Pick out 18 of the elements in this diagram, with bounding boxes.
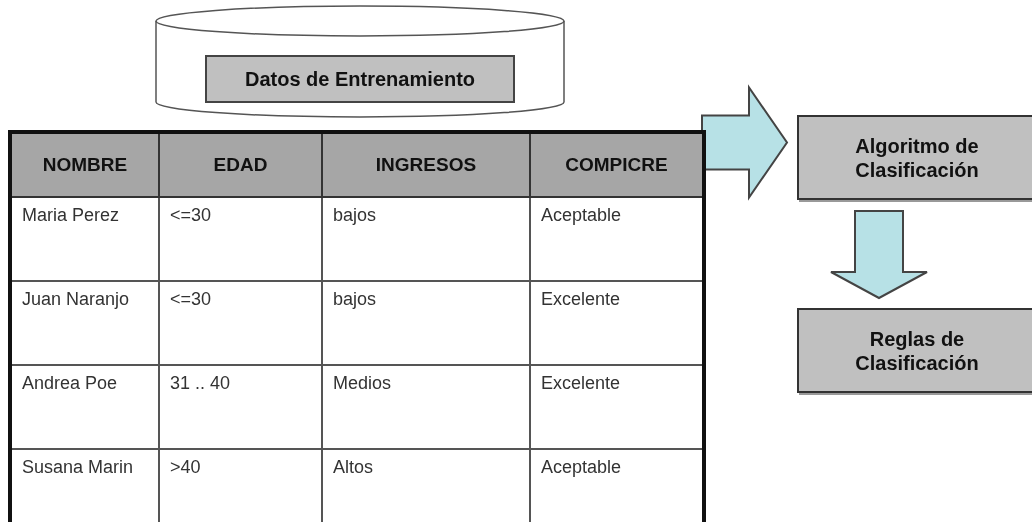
block-arrow [830,210,928,300]
column-header: INGRESOS [322,132,530,197]
column-header: NOMBRE [10,132,159,197]
block-arrow [701,84,789,201]
table-cell: Andrea Poe [10,365,159,449]
table-cell: <=30 [159,281,322,365]
table-cell: 31 .. 40 [159,365,322,449]
column-header: EDAD [159,132,322,197]
table-cell: Juan Naranjo [10,281,159,365]
table-cell: Maria Perez [10,197,159,281]
column-header: COMPICRE [530,132,704,197]
process-box: Reglas de Clasificación [797,308,1032,393]
label-box: Datos de Entrenamiento [205,55,515,103]
table-cell: <=30 [159,197,322,281]
table-cell: Medios [322,365,530,449]
table-cell: bajos [322,197,530,281]
process-box: Algoritmo de Clasificación [797,115,1032,200]
table-cell: bajos [322,281,530,365]
